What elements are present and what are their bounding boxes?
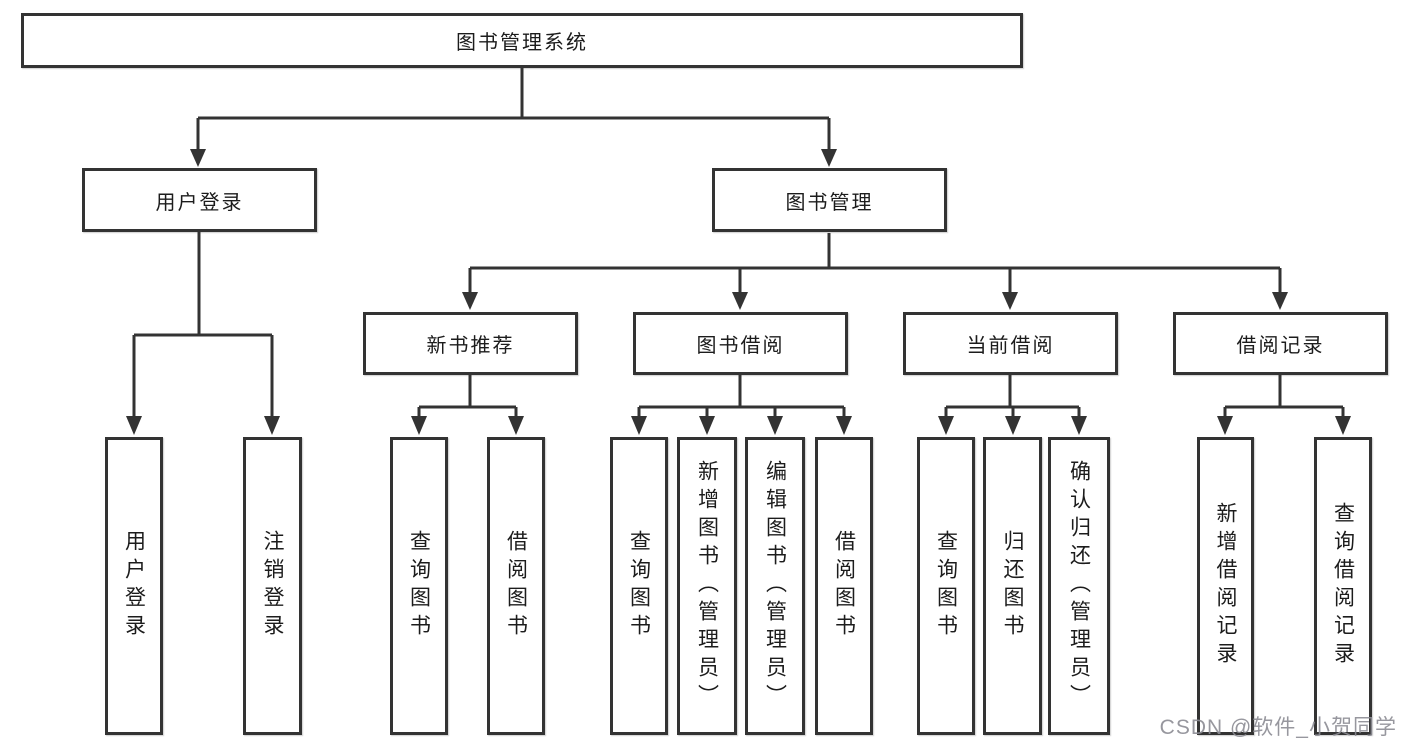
leaf-box-br-add-record: 新增借阅记录 bbox=[1197, 437, 1254, 735]
branch-label-user-login: 用户登录 bbox=[155, 191, 244, 214]
leaf-label-cb-query-books: 查询图书 bbox=[934, 530, 958, 642]
section-box-borrow-records: 借阅记录 bbox=[1173, 312, 1388, 375]
arrowheads bbox=[126, 149, 1351, 435]
leaf-box-user-login: 用户登录 bbox=[105, 437, 163, 735]
section-box-current-borrow: 当前借阅 bbox=[903, 312, 1118, 375]
leaf-label-nb-query-books: 查询图书 bbox=[407, 530, 431, 642]
leaf-label-cb-confirm-return-admin: 确认归还（管理员） bbox=[1067, 460, 1091, 712]
leaf-label-bb-add-books-admin: 新增图书（管理员） bbox=[695, 460, 719, 712]
leaf-label-bb-borrow-books: 借阅图书 bbox=[832, 530, 856, 642]
root-box-library-system: 图书管理系统 bbox=[21, 13, 1023, 68]
leaf-label-nb-borrow-books: 借阅图书 bbox=[504, 530, 528, 642]
leaf-box-nb-query-books: 查询图书 bbox=[390, 437, 448, 735]
leaf-label-br-query-record: 查询借阅记录 bbox=[1331, 502, 1355, 670]
leaf-label-cb-return-books: 归还图书 bbox=[1001, 530, 1024, 642]
branch-box-book-management: 图书管理 bbox=[712, 168, 947, 232]
leaf-label-br-add-record: 新增借阅记录 bbox=[1214, 502, 1237, 670]
leaf-box-cb-confirm-return-admin: 确认归还（管理员） bbox=[1048, 437, 1110, 735]
section-label-current-borrow: 当前借阅 bbox=[966, 335, 1055, 357]
section-box-book-borrow: 图书借阅 bbox=[633, 312, 848, 375]
leaf-box-cb-query-books: 查询图书 bbox=[917, 437, 975, 735]
section-label-new-book-recommend: 新书推荐 bbox=[426, 335, 515, 357]
branch-label-book-management: 图书管理 bbox=[785, 191, 874, 214]
section-label-book-borrow: 图书借阅 bbox=[696, 335, 785, 357]
leaf-box-bb-add-books-admin: 新增图书（管理员） bbox=[677, 437, 737, 735]
leaf-label-user-login: 用户登录 bbox=[122, 530, 146, 642]
leaf-box-bb-edit-books-admin: 编辑图书（管理员） bbox=[745, 437, 805, 735]
csdn-watermark: CSDN @软件_小贺同学 bbox=[1159, 716, 1397, 739]
branch-box-user-login: 用户登录 bbox=[82, 168, 317, 232]
leaf-label-bb-query-books: 查询图书 bbox=[627, 530, 651, 642]
section-label-borrow-records: 借阅记录 bbox=[1236, 335, 1325, 357]
leaf-box-logout: 注销登录 bbox=[243, 437, 302, 735]
leaf-box-bb-query-books: 查询图书 bbox=[610, 437, 668, 735]
leaf-box-cb-return-books: 归还图书 bbox=[983, 437, 1042, 735]
leaf-box-bb-borrow-books: 借阅图书 bbox=[815, 437, 873, 735]
leaf-box-nb-borrow-books: 借阅图书 bbox=[487, 437, 545, 735]
leaf-label-bb-edit-books-admin: 编辑图书（管理员） bbox=[763, 460, 787, 712]
section-box-new-book-recommend: 新书推荐 bbox=[363, 312, 578, 375]
leaf-box-br-query-record: 查询借阅记录 bbox=[1314, 437, 1372, 735]
root-label: 图书管理系统 bbox=[456, 32, 588, 54]
leaf-label-logout: 注销登录 bbox=[261, 530, 284, 642]
